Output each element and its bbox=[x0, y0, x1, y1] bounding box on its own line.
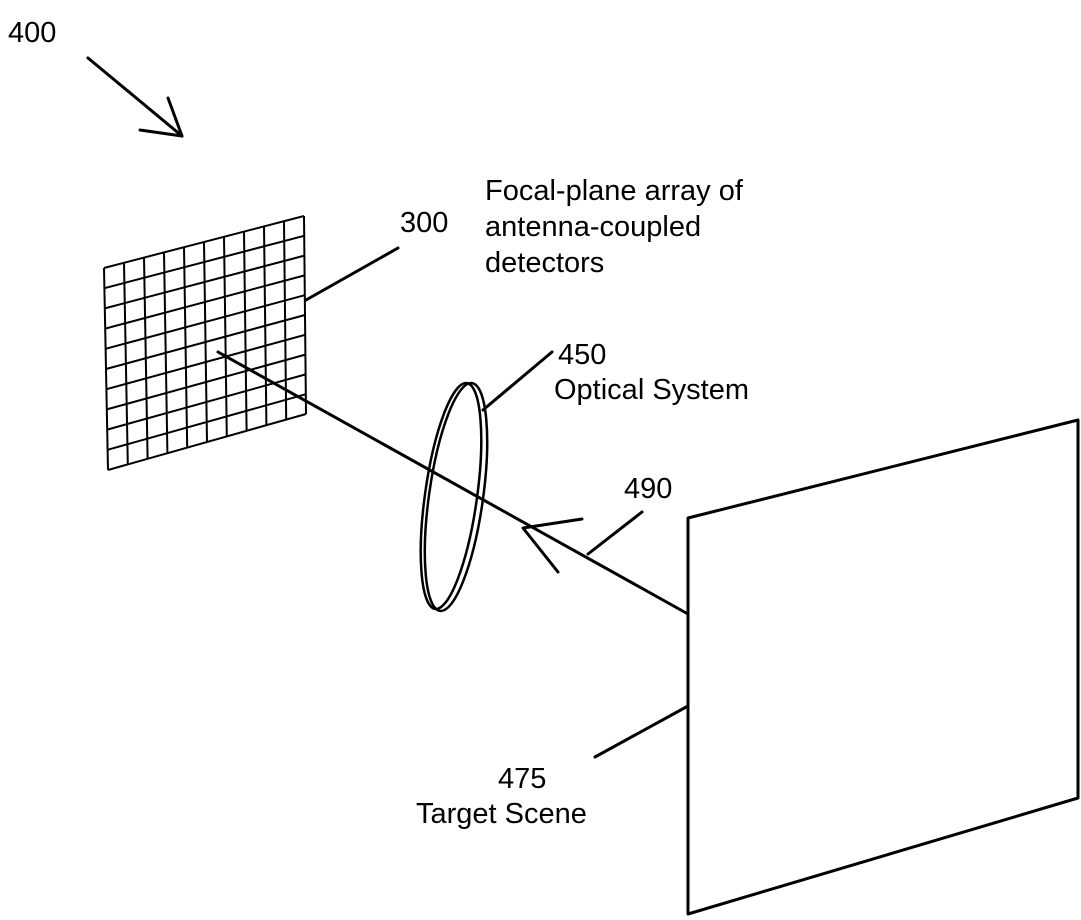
fpa-grid-vertical-line bbox=[283, 221, 288, 420]
focal-plane-array-grid bbox=[103, 215, 307, 471]
fpa-grid-horizontal-line bbox=[107, 393, 307, 451]
fpa-grid-horizontal-line bbox=[107, 413, 307, 471]
fpa-grid-horizontal-line bbox=[106, 353, 306, 411]
figure-number-label: 400 bbox=[8, 17, 56, 49]
ray-reference-number: 490 bbox=[624, 473, 672, 505]
target-scene-panel bbox=[686, 418, 1080, 916]
fpa-reference-number: 300 bbox=[400, 207, 448, 239]
target-scene-leader-line bbox=[593, 704, 690, 759]
fpa-grid-horizontal-line bbox=[106, 333, 306, 391]
fpa-grid-vertical-line bbox=[303, 215, 307, 415]
optical-system-leader-line bbox=[481, 350, 554, 412]
optical-system-reference-number: 450 bbox=[558, 339, 606, 371]
ray-leader-line bbox=[586, 510, 644, 556]
fpa-grid-vertical-line bbox=[223, 236, 228, 437]
fpa-description-line-2: antenna-coupled bbox=[485, 211, 701, 243]
ray-arrowhead bbox=[521, 517, 584, 574]
fpa-grid-vertical-line bbox=[263, 226, 268, 426]
fpa-description-line-3: detectors bbox=[485, 247, 604, 279]
ray-line bbox=[216, 350, 690, 616]
figure-number-arrow bbox=[86, 56, 184, 138]
optical-system-label: Optical System bbox=[554, 374, 749, 406]
target-scene-label: Target Scene bbox=[416, 798, 587, 830]
target-scene-reference-number: 475 bbox=[498, 763, 546, 795]
optical-system-lens bbox=[419, 381, 489, 613]
fpa-leader-line bbox=[304, 246, 400, 302]
fpa-description-line-1: Focal-plane array of bbox=[485, 175, 744, 207]
fpa-grid-horizontal-line bbox=[105, 314, 306, 370]
fpa-grid-vertical-line bbox=[243, 231, 248, 431]
